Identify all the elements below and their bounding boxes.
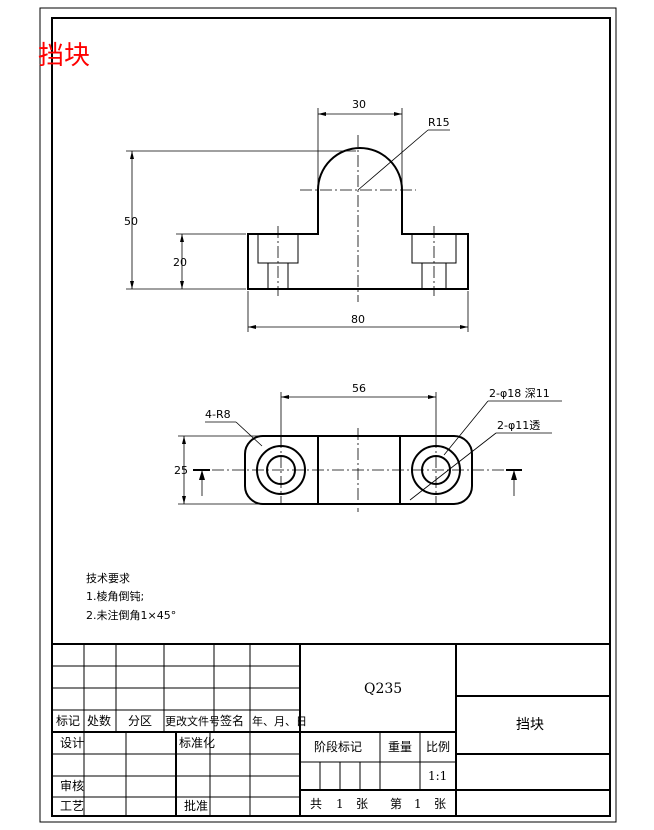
tb-process: 工艺 — [60, 799, 84, 813]
tb-scale-value: 1:1 — [428, 769, 447, 783]
top-dimensions: 56 4-R8 2-φ18 深11 2-φ11透 25 — [174, 382, 562, 505]
tb-change-doc: 更改文件号 — [165, 714, 220, 728]
front-view — [247, 135, 469, 302]
part-name-red: 挡块 — [38, 41, 90, 71]
tb-sheet-no: 第 — [390, 797, 402, 811]
top-view — [193, 428, 522, 512]
tb-mark: 标记 — [56, 714, 80, 728]
dim-radius: R15 — [428, 116, 450, 129]
dim-hole-spacing: 56 — [352, 382, 366, 395]
tb-approve: 批准 — [184, 798, 208, 813]
tb-sheet-unit-2: 张 — [434, 797, 446, 811]
notes-line1: 1.棱角倒钝; — [86, 589, 144, 603]
front-dimensions: 30 R15 50 20 80 — [124, 98, 469, 332]
tb-stage-mark: 阶段标记 — [314, 739, 362, 754]
notes-title: 技术要求 — [86, 572, 130, 585]
tb-sign: 签名 — [220, 713, 244, 728]
tb-date: 年、月、日 — [252, 714, 307, 728]
tb-zone: 分区 — [128, 714, 152, 728]
title-block: Q235 挡块 标记 处数 分区 更改文件号 签名 年、月、日 设计 标准化 审… — [52, 643, 610, 816]
dim-counterbore: 2-φ18 深11 — [489, 387, 550, 400]
tb-scale-label: 比例 — [426, 740, 450, 754]
dim-top-width: 30 — [352, 98, 366, 111]
dim-through-hole: 2-φ11透 — [497, 419, 540, 432]
tb-review: 审核 — [60, 778, 84, 793]
inner-frame — [51, 17, 611, 817]
dim-base-height: 20 — [173, 256, 187, 269]
dim-corner-radius: 4-R8 — [205, 408, 231, 421]
notes-line2: 2.未注倒角1×45° — [86, 608, 176, 622]
tb-sheet-num: 1 — [414, 797, 422, 811]
material: Q235 — [364, 681, 402, 697]
technical-notes: 技术要求 1.棱角倒钝; 2.未注倒角1×45° — [86, 572, 176, 622]
tb-weight: 重量 — [388, 740, 412, 754]
dim-width: 25 — [174, 464, 188, 477]
tb-total-num: 1 — [336, 797, 344, 811]
tb-sheet-unit-1: 张 — [356, 797, 368, 811]
tb-standardize: 标准化 — [179, 736, 215, 750]
dim-total-length: 80 — [351, 313, 365, 326]
dim-height: 50 — [124, 215, 138, 228]
outer-frame — [39, 7, 617, 823]
tb-count: 处数 — [87, 713, 111, 728]
part-name: 挡块 — [516, 717, 544, 733]
tb-total: 共 — [310, 797, 322, 811]
tb-design: 设计 — [60, 736, 84, 750]
